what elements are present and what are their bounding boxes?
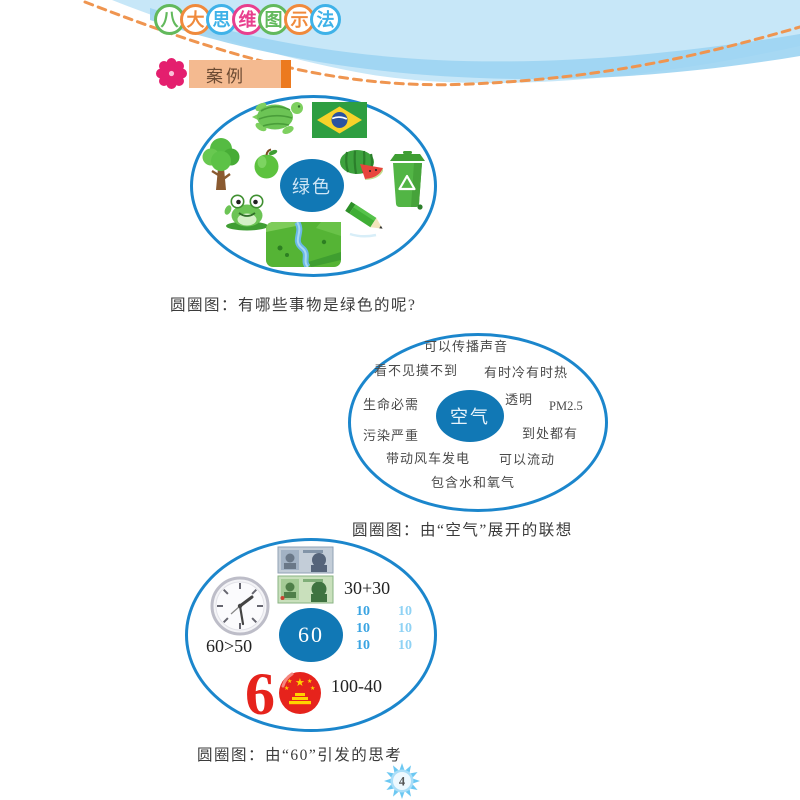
svg-text:★: ★ <box>284 685 289 692</box>
green-field-icon <box>266 222 341 267</box>
air-term: 可以传播声音 <box>424 339 509 354</box>
section-label-case: 案例 <box>189 60 281 88</box>
brazil-flag-icon <box>312 102 367 138</box>
ten-value: 10 <box>356 621 370 636</box>
air-term: PM2.5 <box>549 399 583 413</box>
ten-value: 10 <box>398 604 412 619</box>
center-node-green: 绿色 <box>280 159 344 212</box>
air-term: 带动风车发电 <box>386 451 471 466</box>
caption-green-map: 圆圈图：有哪些事物是绿色的呢? <box>170 297 417 314</box>
expression-subtract: 100-40 <box>331 676 382 696</box>
title-char-badge: 大 <box>180 4 211 35</box>
title-char-badge: 八 <box>154 4 185 35</box>
air-term: 可以流动 <box>499 452 556 467</box>
section-label-accent-bar <box>281 60 291 88</box>
page-header-title: 八 大 思 维 图 示 法 <box>154 4 341 35</box>
title-char-badge: 图 <box>258 4 289 35</box>
ten-value: 10 <box>398 638 412 653</box>
clock-icon <box>210 576 270 636</box>
svg-text:★: ★ <box>307 678 312 685</box>
green-pencil-icon <box>345 201 383 238</box>
turtle-icon <box>252 102 303 134</box>
air-term: 污染严重 <box>363 428 420 443</box>
svg-text:6: 6 <box>247 662 275 719</box>
watermelon-icon <box>340 150 383 180</box>
center-node-sixty: 60 <box>279 608 343 662</box>
air-term: 到处都有 <box>522 426 579 441</box>
center-node-air: 空气 <box>436 390 504 442</box>
green-apple-icon <box>254 148 279 179</box>
ten-value: 10 <box>356 604 370 619</box>
caption-sixty-map: 圆圈图：由“60”引发的思考 <box>197 747 403 764</box>
page-number: 4 <box>399 775 406 789</box>
air-term: 看不见摸不到 <box>374 363 459 378</box>
caption-air-map: 圆圈图：由“空气”展开的联想 <box>352 522 573 539</box>
frog-icon <box>224 194 268 231</box>
svg-text:★: ★ <box>295 676 305 689</box>
air-term: 包含水和氧气 <box>431 475 516 490</box>
anniversary-60-logo: 6 ★ ★ ★ ★ ★ <box>247 662 321 719</box>
title-char-badge: 法 <box>310 4 341 35</box>
air-term: 生命必需 <box>363 397 420 412</box>
air-term: 有时冷有时热 <box>484 365 569 380</box>
flower-icon <box>156 58 187 89</box>
title-char-badge: 思 <box>206 4 237 35</box>
ten-value: 10 <box>398 621 412 636</box>
svg-text:★: ★ <box>287 678 292 685</box>
svg-text:★: ★ <box>310 685 315 692</box>
header-wave-decoration <box>83 0 800 87</box>
air-term: 透明 <box>505 392 534 407</box>
recycle-bin-icon <box>390 151 425 210</box>
expression-sum: 30+30 <box>344 578 391 598</box>
ten-value: 10 <box>356 638 370 653</box>
banknotes-icon <box>277 546 334 604</box>
page-number-badge: 4 <box>384 763 420 799</box>
expression-compare: 60>50 <box>206 636 253 656</box>
tree-icon <box>202 138 240 190</box>
